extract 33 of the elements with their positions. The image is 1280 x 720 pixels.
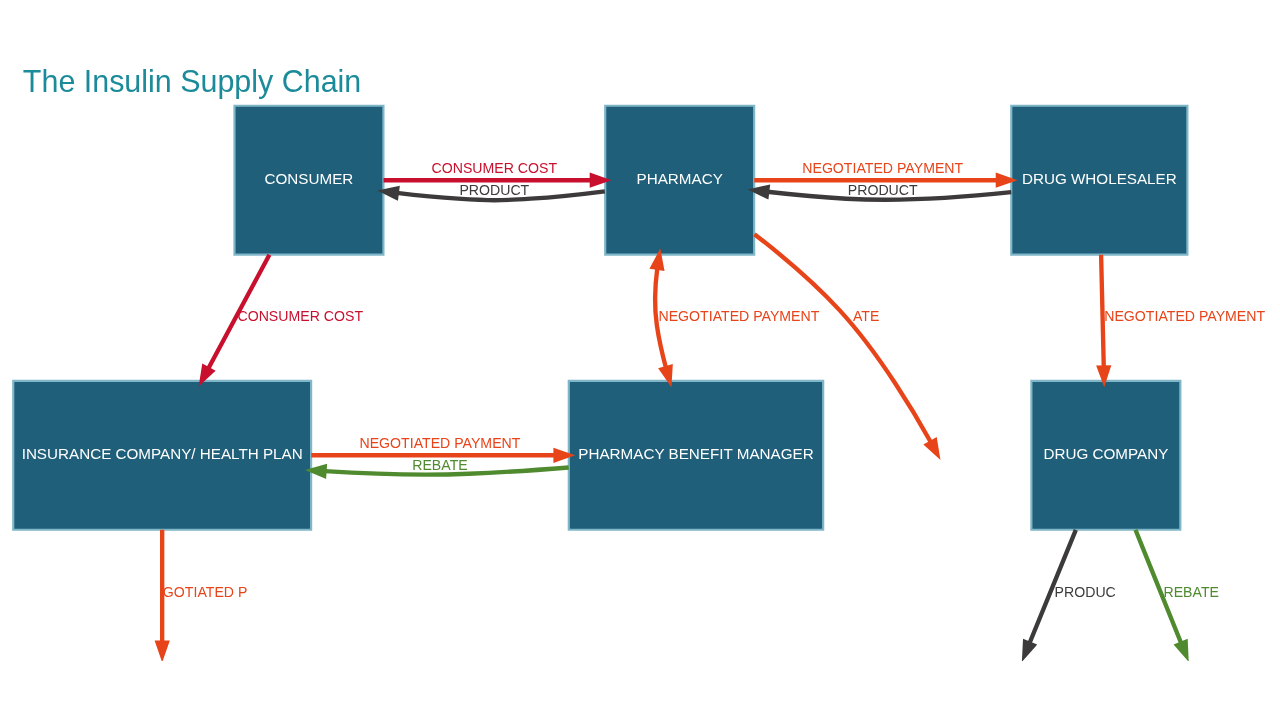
edge-label: PRODUCT: [459, 181, 530, 198]
edge-label: REBATE: [412, 456, 468, 473]
edge-label: NEGOTIATED PAYMENT: [658, 308, 820, 325]
edge-label: NEGOTIATED PAYMENT: [359, 435, 521, 452]
edge-label: PRODUC: [1054, 583, 1116, 600]
arrow: [754, 172, 1018, 188]
edge-label: ATE: [852, 308, 880, 325]
edge-label: CONSUMER COST: [237, 308, 364, 325]
node-box: PHARMACY BENEFIT MANAGER: [567, 379, 825, 531]
edge-label: NEGOTIATED PAYMENT: [802, 160, 964, 177]
edge-label: PRODUCT: [847, 181, 918, 198]
arrow: [747, 184, 1012, 202]
arrow: [753, 232, 941, 460]
arrow: [311, 447, 576, 463]
arrow: [377, 185, 606, 203]
diagram-title: The Insulin Supply Chain: [22, 64, 362, 99]
arrow: [383, 172, 612, 188]
node-box: INSURANCE COMPANY/ HEALTH PLAN: [12, 379, 313, 531]
arrow: [1096, 254, 1112, 388]
arrow: [649, 248, 673, 388]
edge-label: REBATE: [1163, 583, 1219, 600]
arrow: [198, 253, 272, 387]
edge-label: GOTIATED P: [162, 583, 248, 600]
node-box: DRUG COMPANY: [1030, 379, 1182, 531]
edge-label: CONSUMER COST: [431, 160, 558, 177]
node-box: CONSUMER: [233, 104, 385, 256]
arrow: [1021, 529, 1078, 661]
node-box: DRUG WHOLESALER: [1010, 104, 1189, 256]
arrow: [304, 463, 569, 479]
arrow: [1133, 529, 1189, 661]
edge-label: NEGOTIATED PAYMENT: [1104, 308, 1266, 325]
node-box: PHARMACY: [604, 104, 756, 256]
arrow: [154, 529, 170, 661]
